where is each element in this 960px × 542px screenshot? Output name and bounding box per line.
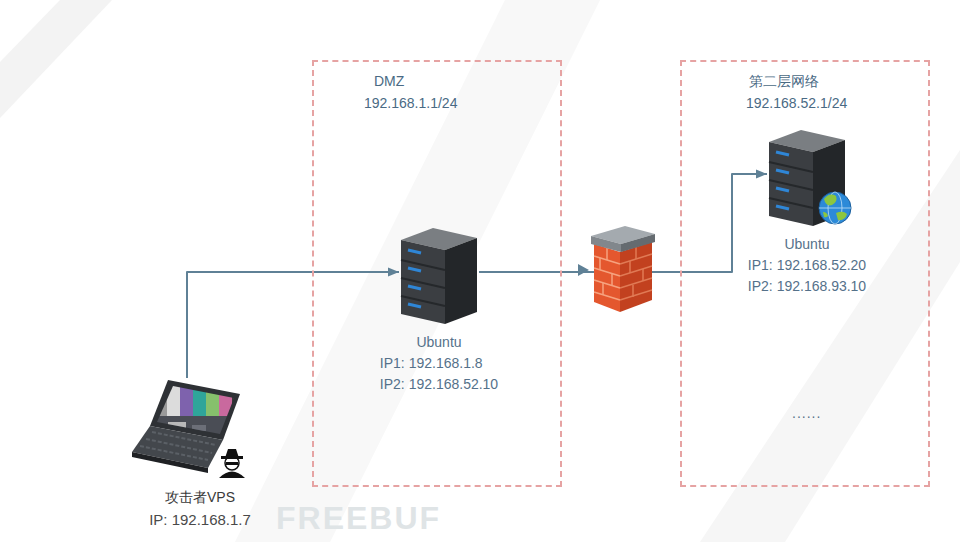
node-caption: UbuntuIP1: 192.168.1.8IP2: 192.168.52.10 <box>380 332 498 395</box>
mortar-line <box>602 283 604 295</box>
mortar-line <box>620 278 652 288</box>
firewall-front <box>594 244 620 312</box>
ip-address: IP: 192.168.1.7 <box>149 508 251 532</box>
server-node: UbuntuIP1: 192.168.1.8IP2: 192.168.52.10 <box>399 220 479 324</box>
server-icon <box>767 122 853 226</box>
arrow-head <box>578 264 589 276</box>
ip-address: IP2: 192.168.52.10 <box>380 374 498 395</box>
mortar-line <box>632 285 634 297</box>
firewall-cap-front <box>591 236 621 252</box>
host-name: Ubuntu <box>748 234 866 255</box>
host-name: Ubuntu <box>380 332 498 353</box>
mortar-line <box>629 261 631 273</box>
mortar-line <box>611 274 613 286</box>
icon-shape <box>401 228 477 324</box>
zone-heading: 第二层网络192.168.52.1/24 <box>746 70 847 114</box>
node-caption: 攻击者VPSIP: 192.168.1.7 <box>149 486 251 532</box>
mortar-line <box>620 290 652 300</box>
subnet-address: 192.168.1.1/24 <box>364 92 457 114</box>
mortar-line <box>642 269 644 281</box>
network-zone: DMZ192.168.1.1/24UbuntuIP1: 192.168.1.8I… <box>312 60 562 487</box>
firewall-cap-side <box>621 234 655 252</box>
ellipsis-mark: ...... <box>792 404 821 422</box>
laptop-icon <box>128 378 246 478</box>
mortar-line <box>594 292 620 300</box>
mortar-line <box>635 247 637 259</box>
icon-shape <box>769 130 851 226</box>
mortar-line <box>599 258 601 270</box>
ip-address: IP1: 192.168.52.20 <box>748 255 866 276</box>
attacker-laptop: 攻击者VPSIP: 192.168.1.7 <box>128 378 246 478</box>
zone-title: 第二层网络 <box>746 70 847 92</box>
network-zone: 第二层网络192.168.52.1/24UbuntuIP1: 192.168.5… <box>680 60 930 487</box>
ip-address: IP1: 192.168.1.8 <box>380 353 498 374</box>
subnet-address: 192.168.52.1/24 <box>746 92 847 114</box>
icon-shape <box>132 378 246 478</box>
background-stripe <box>0 0 112 118</box>
mortar-line <box>606 248 608 260</box>
server-icon <box>399 220 479 324</box>
ip-address: IP2: 192.168.93.10 <box>748 276 866 297</box>
firewall-mortar <box>594 248 620 300</box>
zone-title: DMZ <box>364 70 457 92</box>
firewall-mortar <box>620 247 652 300</box>
watermark: FREEBUF <box>276 500 441 536</box>
mortar-line <box>620 266 652 276</box>
node-caption: UbuntuIP1: 192.168.52.20IP2: 192.168.93.… <box>748 234 866 297</box>
host-name: 攻击者VPS <box>149 486 251 508</box>
zone-heading: DMZ192.168.1.1/24 <box>364 70 457 114</box>
mortar-line <box>594 280 620 288</box>
server-node: UbuntuIP1: 192.168.52.20IP2: 192.168.93.… <box>767 122 853 226</box>
firewall-side <box>620 242 652 312</box>
mortar-line <box>594 268 620 276</box>
network-link <box>187 272 399 378</box>
